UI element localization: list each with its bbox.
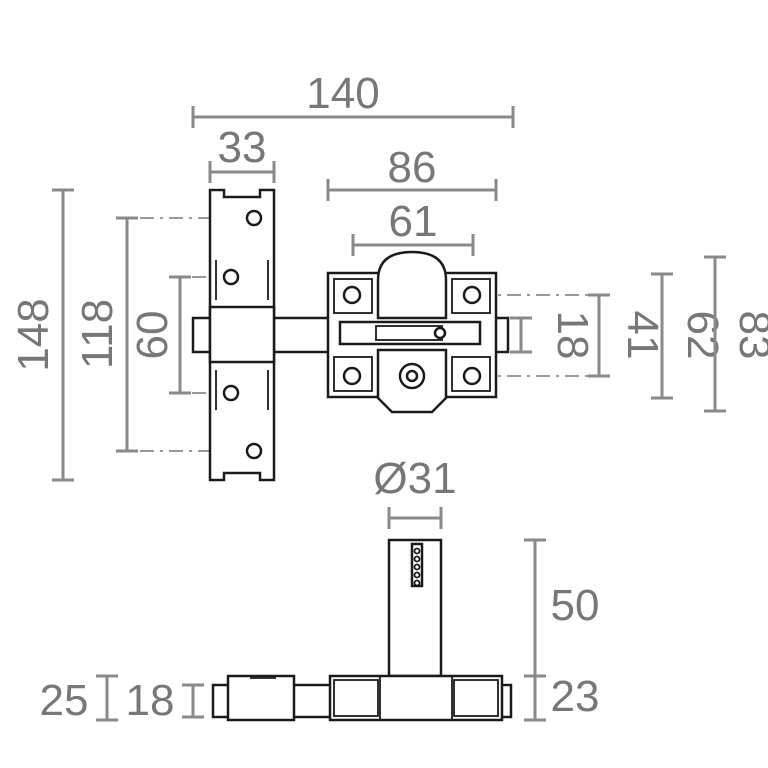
keyway-inner xyxy=(405,369,419,383)
side-view xyxy=(211,538,513,722)
label-bolt-depth: 18 xyxy=(126,676,175,725)
label-body-hole-spacing: 41 xyxy=(618,311,667,360)
dim-body-depth xyxy=(524,674,546,722)
label-plate-height: 148 xyxy=(9,298,58,371)
dim-overall-width xyxy=(191,106,515,128)
label-plate-depth: 25 xyxy=(40,676,89,725)
dim-body-height-inner xyxy=(651,272,673,400)
keeper-hole-3 xyxy=(222,384,240,402)
keeper-hole-1 xyxy=(245,209,263,227)
body-hole-1 xyxy=(342,285,362,305)
dim-body-height-outer xyxy=(704,255,726,413)
dim-plate-depth xyxy=(96,674,118,722)
dim-keeper-width xyxy=(351,234,475,256)
label-hole-spacing-outer: 118 xyxy=(73,299,122,369)
label-bolt-diameter: 18 xyxy=(548,311,597,360)
label-cylinder-diameter: Ø31 xyxy=(373,454,456,503)
label-hole-spacing-inner: 60 xyxy=(128,311,177,360)
keeper-hole-4 xyxy=(245,442,263,460)
label-keeper-width: 61 xyxy=(389,197,438,246)
label-body-depth: 23 xyxy=(551,672,600,721)
body-hole-4 xyxy=(462,366,482,386)
label-overall-width: 140 xyxy=(306,69,379,118)
label-plate-width: 33 xyxy=(218,123,267,172)
dim-cylinder-length xyxy=(524,538,546,676)
dim-bolt-depth xyxy=(182,683,204,719)
keeper-hole-2 xyxy=(222,268,240,286)
dim-plate-height xyxy=(52,188,74,482)
dim-cylinder-diameter xyxy=(387,507,443,529)
label-body-height-outer: 83 xyxy=(730,311,768,360)
body-hole-3 xyxy=(342,366,362,386)
label-body-width: 86 xyxy=(388,143,437,192)
dim-bolt-diameter xyxy=(510,316,532,354)
label-body-height-inner: 62 xyxy=(678,311,727,360)
body-hole-2 xyxy=(462,285,482,305)
keeper-plate xyxy=(208,188,276,482)
lock-body xyxy=(326,250,498,414)
dim-body-hole-spacing xyxy=(478,293,610,378)
dim-plate-width xyxy=(208,161,276,183)
label-cylinder-length: 50 xyxy=(551,581,600,630)
dim-body-width xyxy=(326,179,498,201)
